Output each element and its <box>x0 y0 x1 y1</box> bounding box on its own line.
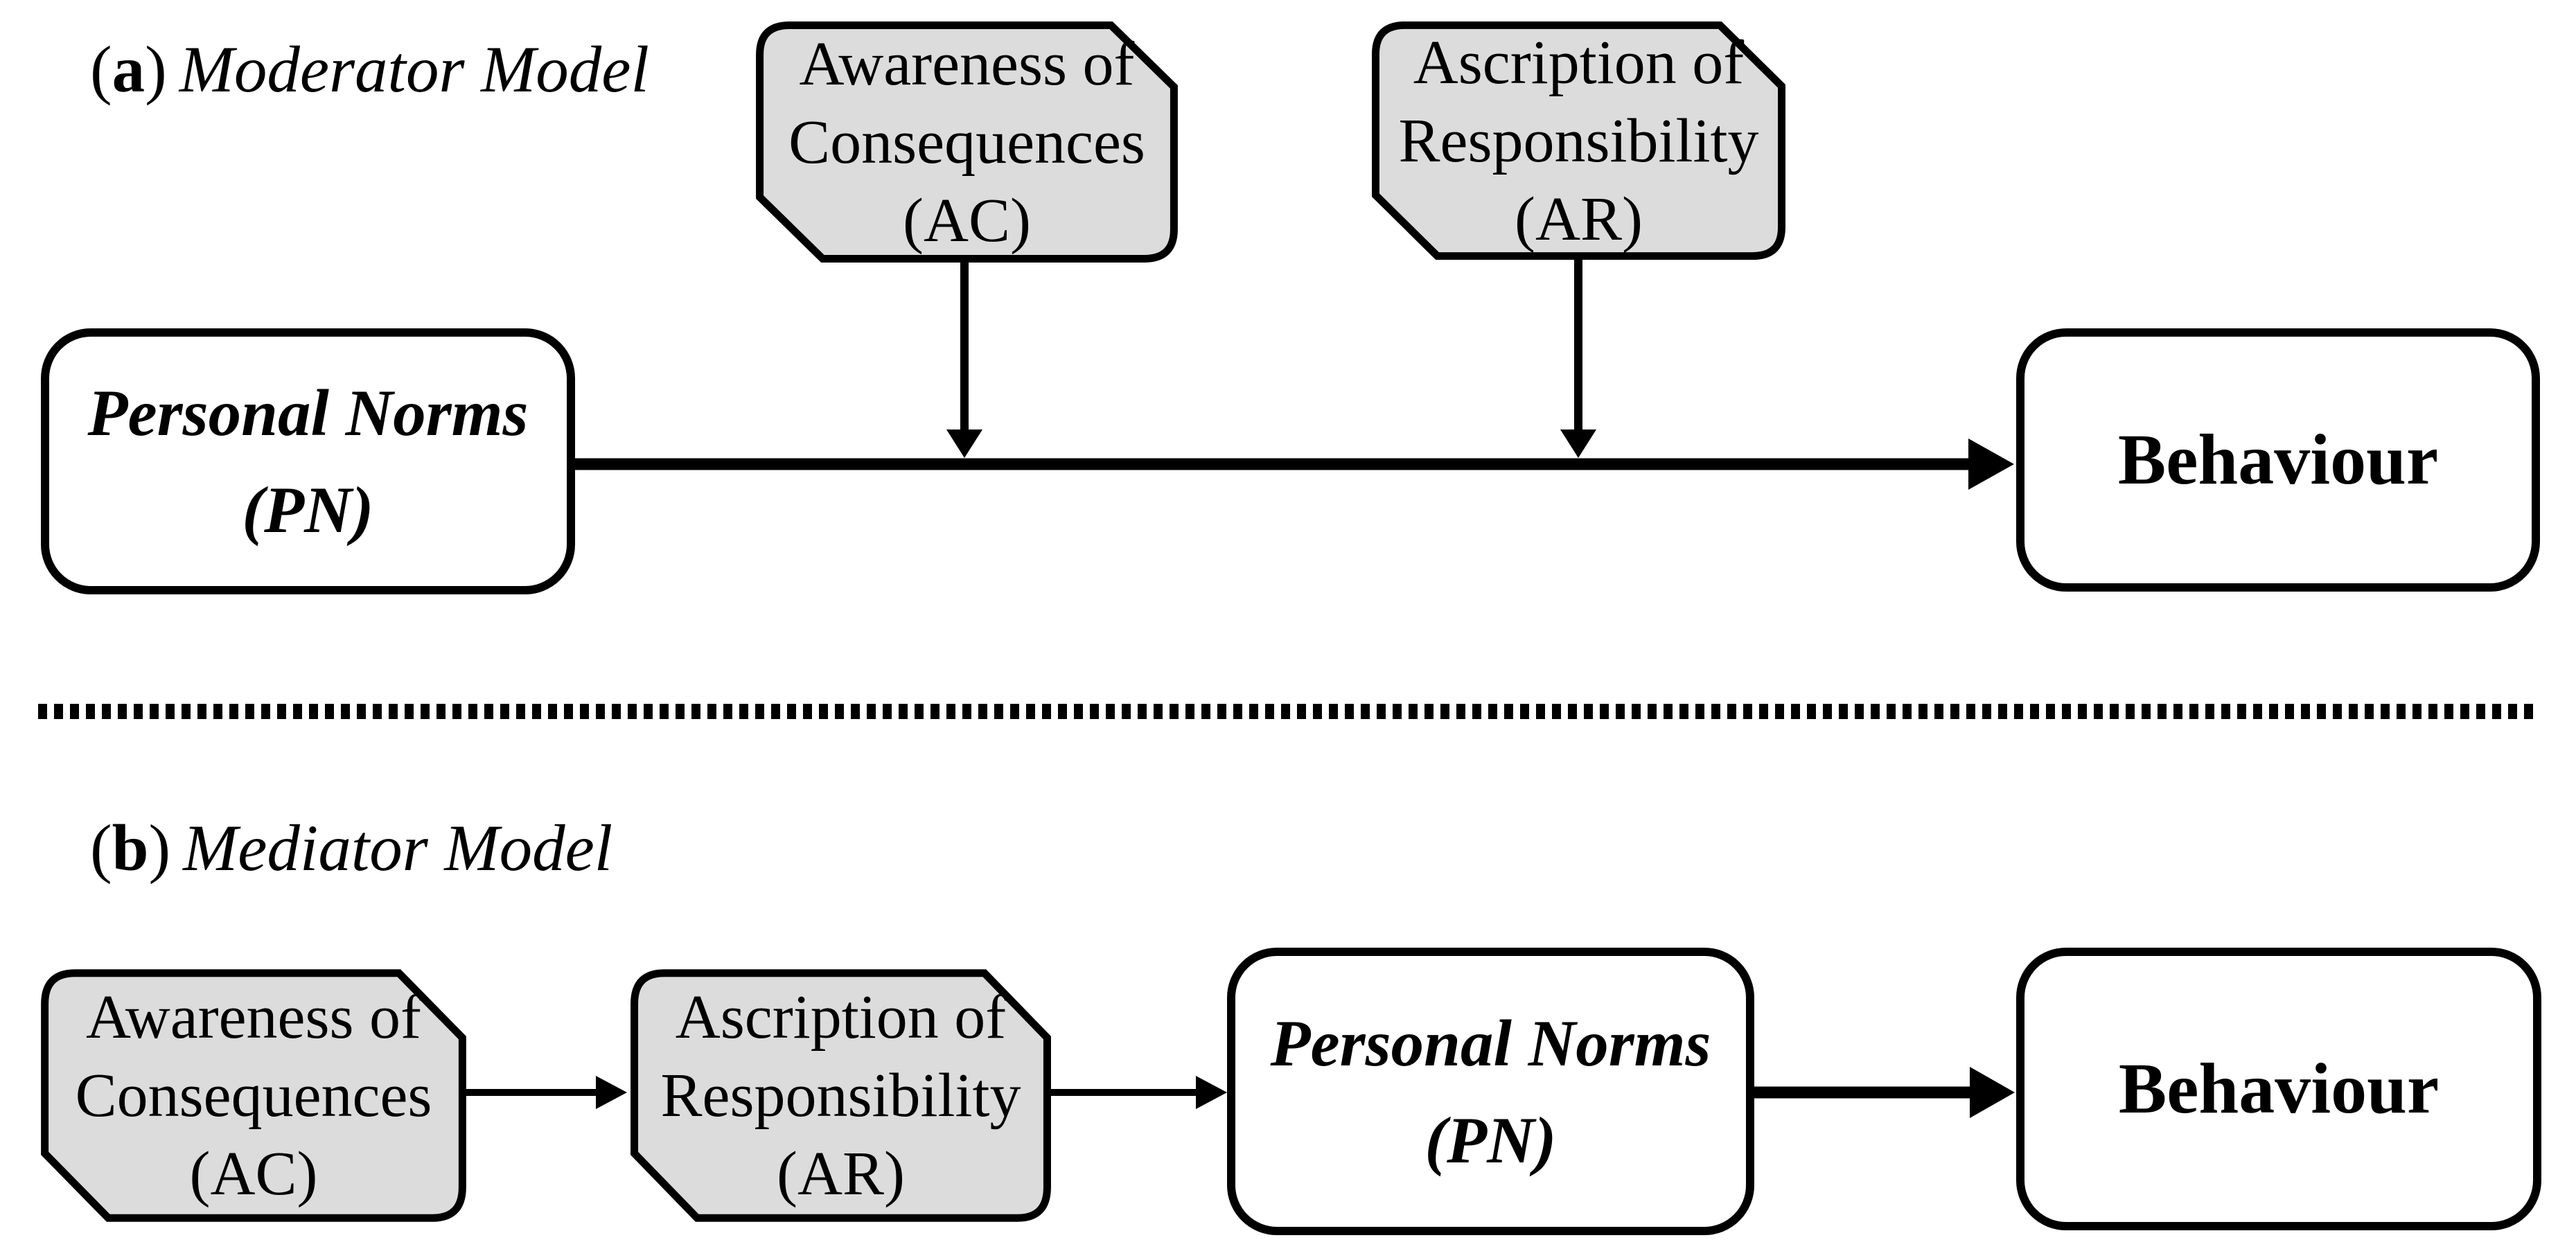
clipped-box-shape <box>1372 21 1785 260</box>
box-label-line: (AR) <box>777 1140 905 1208</box>
box-personal-norms-b: Personal Norms (PN) <box>1227 948 1754 1235</box>
box-awareness-consequences-b: Awareness of Consequences (AC) <box>41 969 466 1222</box>
box-label: Personal Norms (PN) <box>1270 995 1711 1189</box>
box-label-line: Consequences <box>75 1061 432 1130</box>
box-behaviour-a: Behaviour <box>2016 328 2540 592</box>
clipped-box-shape <box>756 21 1178 263</box>
box-label-line: (PN) <box>242 473 374 547</box>
arrow-ar-to-pn-b <box>1050 1076 1227 1109</box>
box-label: Awareness of Consequences (AC) <box>41 969 466 1222</box>
box-label-line: Personal Norms <box>87 376 529 450</box>
box-label: Ascription of Responsibility (AR) <box>630 969 1051 1222</box>
arrow-pn-to-behaviour-b <box>1753 1067 2015 1118</box>
clipped-box-shape <box>630 969 1051 1222</box>
box-label: Personal Norms (PN) <box>87 364 528 558</box>
box-awareness-consequences-a: Awareness of Consequences (AC) <box>756 21 1178 263</box>
section-a-label-close: ) <box>145 33 167 106</box>
box-ascription-responsibility-b: Ascription of Responsibility (AR) <box>630 969 1051 1222</box>
box-label-line: Awareness of <box>85 983 422 1052</box>
section-a-title: (a)Moderator Model <box>90 33 649 106</box>
box-label-line: Consequences <box>788 107 1145 177</box>
box-label: Behaviour <box>2118 1048 2440 1128</box>
box-label: Awareness of Consequences (AC) <box>756 21 1178 263</box>
box-label-line: Personal Norms <box>1270 1006 1711 1080</box>
box-label-line: Awareness of <box>799 29 1135 98</box>
section-b-title: (b)Mediator Model <box>90 812 612 885</box>
section-b-label-letter: b <box>112 811 149 885</box>
clipped-box-shape <box>41 969 466 1222</box>
section-b-label-open: ( <box>90 811 112 885</box>
section-a-label-open: ( <box>90 33 112 106</box>
box-label-line: (AC) <box>189 1140 318 1208</box>
section-a-model-name: Moderator Model <box>179 33 649 106</box>
box-label-line: Ascription of <box>1413 28 1745 97</box>
box-label: Ascription of Responsibility (AR) <box>1372 21 1785 260</box>
section-b-label-close: ) <box>148 811 171 885</box>
box-personal-norms-a: Personal Norms (PN) <box>41 328 575 594</box>
box-label-line: (PN) <box>1424 1103 1557 1177</box>
box-label-line: Responsibility <box>660 1061 1021 1130</box>
box-label-line: Ascription of <box>675 983 1007 1052</box>
box-ascription-responsibility-a: Ascription of Responsibility (AR) <box>1372 21 1785 260</box>
box-label-line: (AR) <box>1515 184 1643 254</box>
box-label-line: (AC) <box>903 186 1031 255</box>
arrow-ac-to-ar-b <box>464 1076 627 1109</box>
arrow-pn-to-behaviour-a <box>575 439 2014 490</box>
moderator-arrow-ar-a <box>1560 258 1596 458</box>
box-label-line: Responsibility <box>1398 106 1759 175</box>
box-label: Behaviour <box>2117 419 2439 499</box>
box-behaviour-b: Behaviour <box>2016 948 2541 1230</box>
moderator-arrow-ac-a <box>946 263 982 458</box>
section-a-label-letter: a <box>112 33 145 106</box>
section-b-model-name: Mediator Model <box>183 811 613 885</box>
